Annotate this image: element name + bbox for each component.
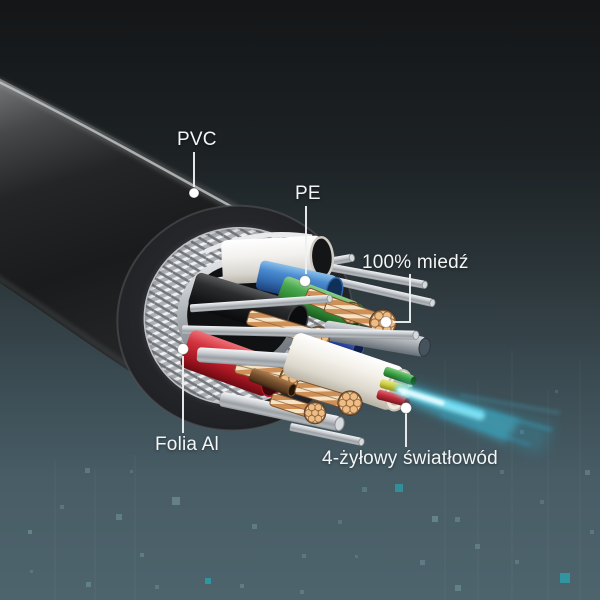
loose-braid-strand bbox=[203, 232, 313, 255]
leader-lines bbox=[182, 152, 411, 447]
copper-strand-end bbox=[303, 401, 327, 425]
marker-dot-pe bbox=[299, 275, 311, 287]
fiber-light-glow bbox=[395, 378, 561, 455]
drain-wire bbox=[189, 294, 333, 313]
inner-wires bbox=[180, 232, 561, 455]
label-pe: PE bbox=[295, 183, 321, 204]
label-copper: 100% miedź bbox=[362, 252, 469, 273]
label-foil: Folia Al bbox=[155, 434, 219, 455]
marker-dot-foil bbox=[177, 343, 189, 355]
circuit-squares bbox=[28, 390, 594, 594]
leader-line-copper bbox=[393, 274, 411, 323]
drain-wire bbox=[289, 423, 365, 446]
marker-dot-copper bbox=[380, 316, 392, 328]
marker-dot-pvc bbox=[188, 187, 200, 199]
label-fiber: 4-żyłowy światłowód bbox=[322, 448, 498, 469]
drain-wire-long bbox=[181, 325, 420, 340]
copper-strand-end bbox=[336, 389, 364, 417]
label-pvc: PVC bbox=[177, 129, 217, 150]
marker-dot-fiber bbox=[400, 402, 412, 414]
marker-dots bbox=[177, 187, 412, 414]
